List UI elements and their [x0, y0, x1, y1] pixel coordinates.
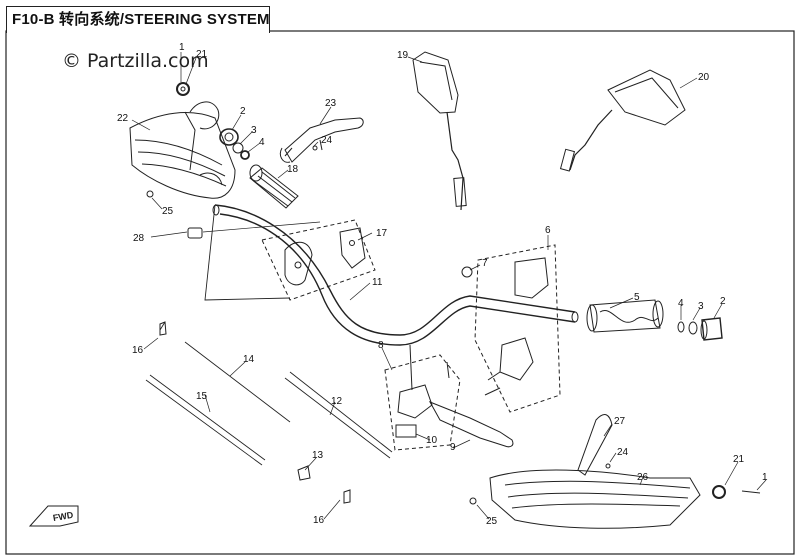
callout-1: 1	[762, 472, 768, 483]
right-switch-housing	[461, 244, 561, 413]
callout-3: 3	[698, 301, 704, 312]
callout-13: 13	[312, 450, 324, 461]
left-hand-guard	[129, 101, 236, 199]
callout-24: 24	[617, 447, 629, 458]
callout-7: 7	[482, 258, 488, 269]
callout-8: 8	[378, 340, 384, 351]
title-box	[6, 6, 270, 33]
callout-3: 3	[251, 125, 257, 136]
callout-4: 4	[678, 298, 684, 309]
left-grip	[249, 164, 299, 209]
left-switch-housing	[261, 219, 376, 301]
left-lever	[279, 117, 364, 163]
callout-23: 23	[325, 98, 337, 109]
callout-16: 16	[313, 515, 325, 526]
callout-2: 2	[720, 296, 726, 307]
callout-21: 21	[733, 454, 745, 465]
right-grip	[586, 299, 664, 333]
callout-25: 25	[162, 206, 174, 217]
handlebar	[214, 204, 576, 336]
callout-26: 26	[637, 472, 649, 483]
callout-14: 14	[243, 354, 255, 365]
callout-15: 15	[196, 391, 208, 402]
callout-1: 1	[179, 42, 185, 53]
callout-18: 18	[287, 164, 299, 175]
callout-10: 10	[426, 435, 438, 446]
watermark: © Partzilla.com	[62, 50, 209, 72]
callout-5: 5	[634, 292, 640, 303]
callout-19: 19	[397, 50, 409, 61]
callout-24: 24	[321, 135, 333, 146]
right-mirror	[559, 69, 686, 172]
cable-lines	[145, 204, 393, 466]
callout-11: 11	[372, 277, 383, 288]
callout-27: 27	[614, 416, 626, 427]
callout-17: 17	[376, 228, 388, 239]
callout-12: 12	[331, 396, 343, 407]
fwd-badge-label: FWD	[52, 510, 74, 523]
callout-2: 2	[240, 106, 246, 117]
right-hand-guard	[489, 414, 701, 529]
callout-28: 28	[133, 233, 145, 244]
callout-22: 22	[117, 113, 129, 124]
left-mirror	[412, 51, 467, 211]
fwd-badge: FWD	[28, 505, 79, 527]
callout-6: 6	[545, 225, 551, 236]
callout-25: 25	[486, 516, 498, 527]
page-title: F10-B 转向系统/STEERING SYSTEM	[12, 11, 270, 28]
callout-21: 21	[196, 49, 208, 60]
callout-16: 16	[132, 345, 144, 356]
brake-lever-assembly	[384, 344, 514, 451]
callout-4: 4	[259, 137, 265, 148]
callout-9: 9	[450, 442, 456, 453]
callout-20: 20	[698, 72, 710, 83]
